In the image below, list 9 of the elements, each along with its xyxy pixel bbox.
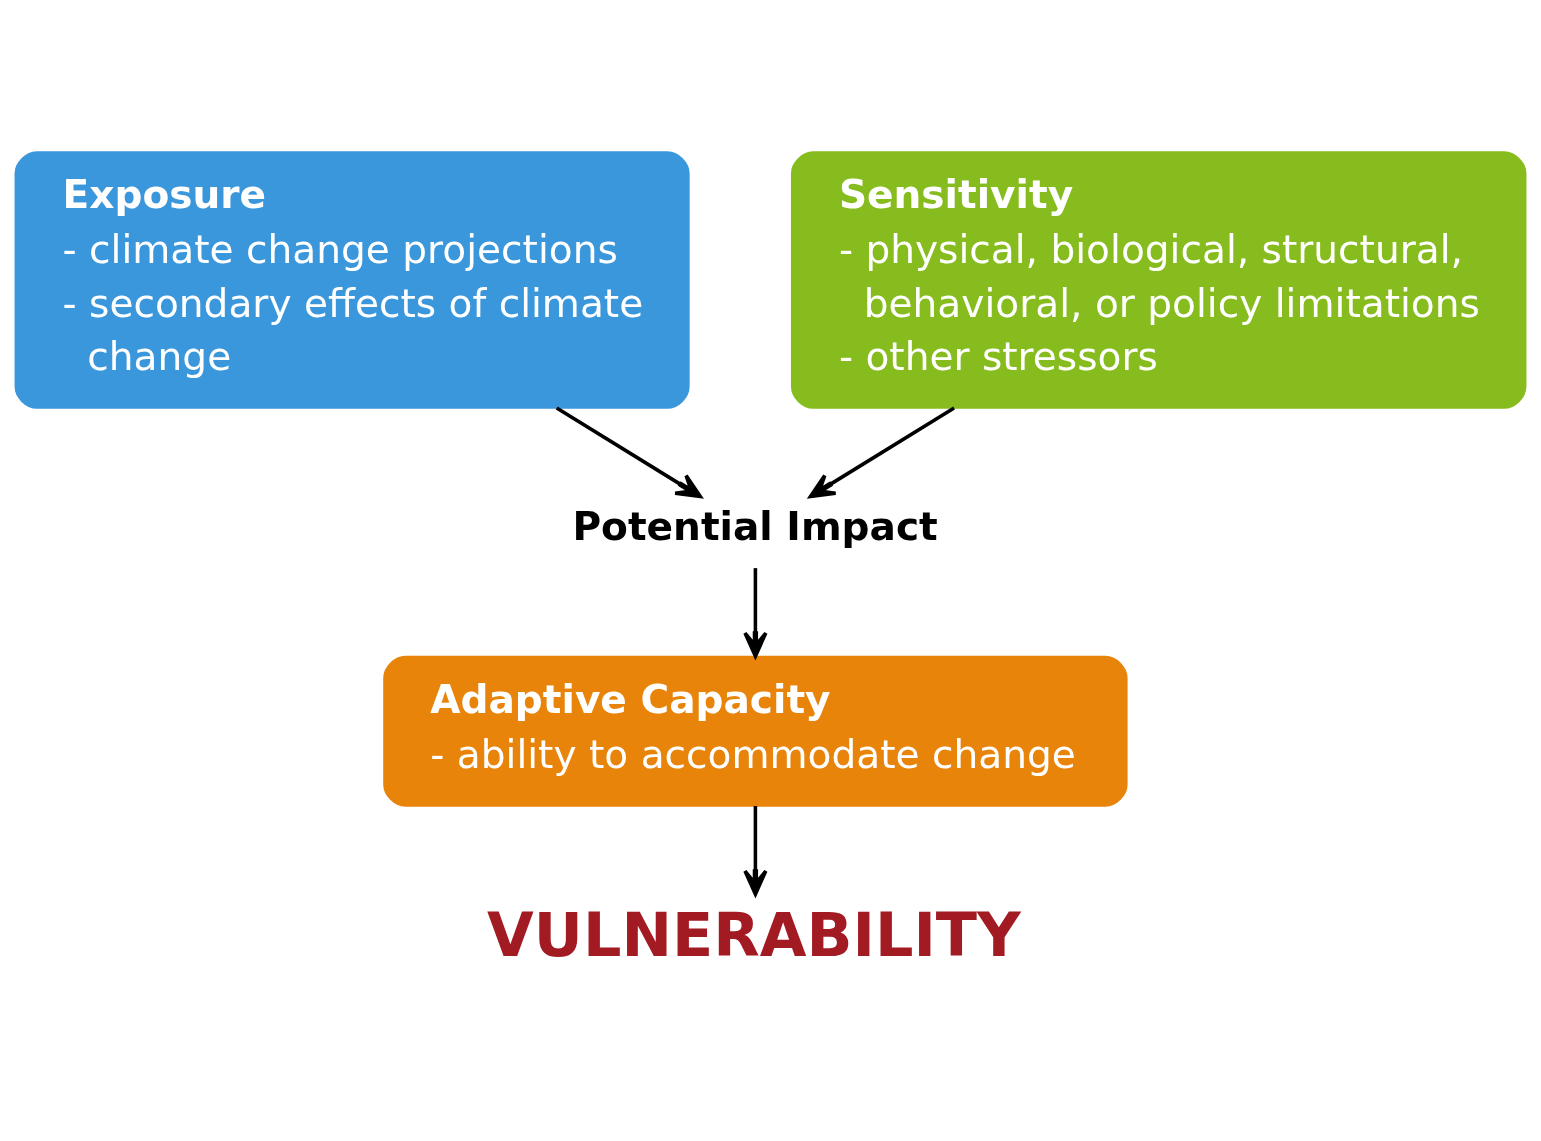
node-box: Exposure - climate change projections - secondary effects of climate change	[14, 151, 690, 409]
arrow	[555, 406, 703, 499]
node-box: Adaptive Capacity - ability to accommodate change	[383, 655, 1128, 807]
arrow	[743, 806, 768, 896]
node-text: Potential Impact	[572, 504, 938, 550]
node-text: VULNERABILITY	[487, 900, 1021, 971]
arrow	[808, 406, 956, 499]
arrow	[743, 568, 768, 658]
node-box: Sensitivity - physical, biological, structural, behavioral, or policy limitations - other stressors	[790, 151, 1527, 409]
